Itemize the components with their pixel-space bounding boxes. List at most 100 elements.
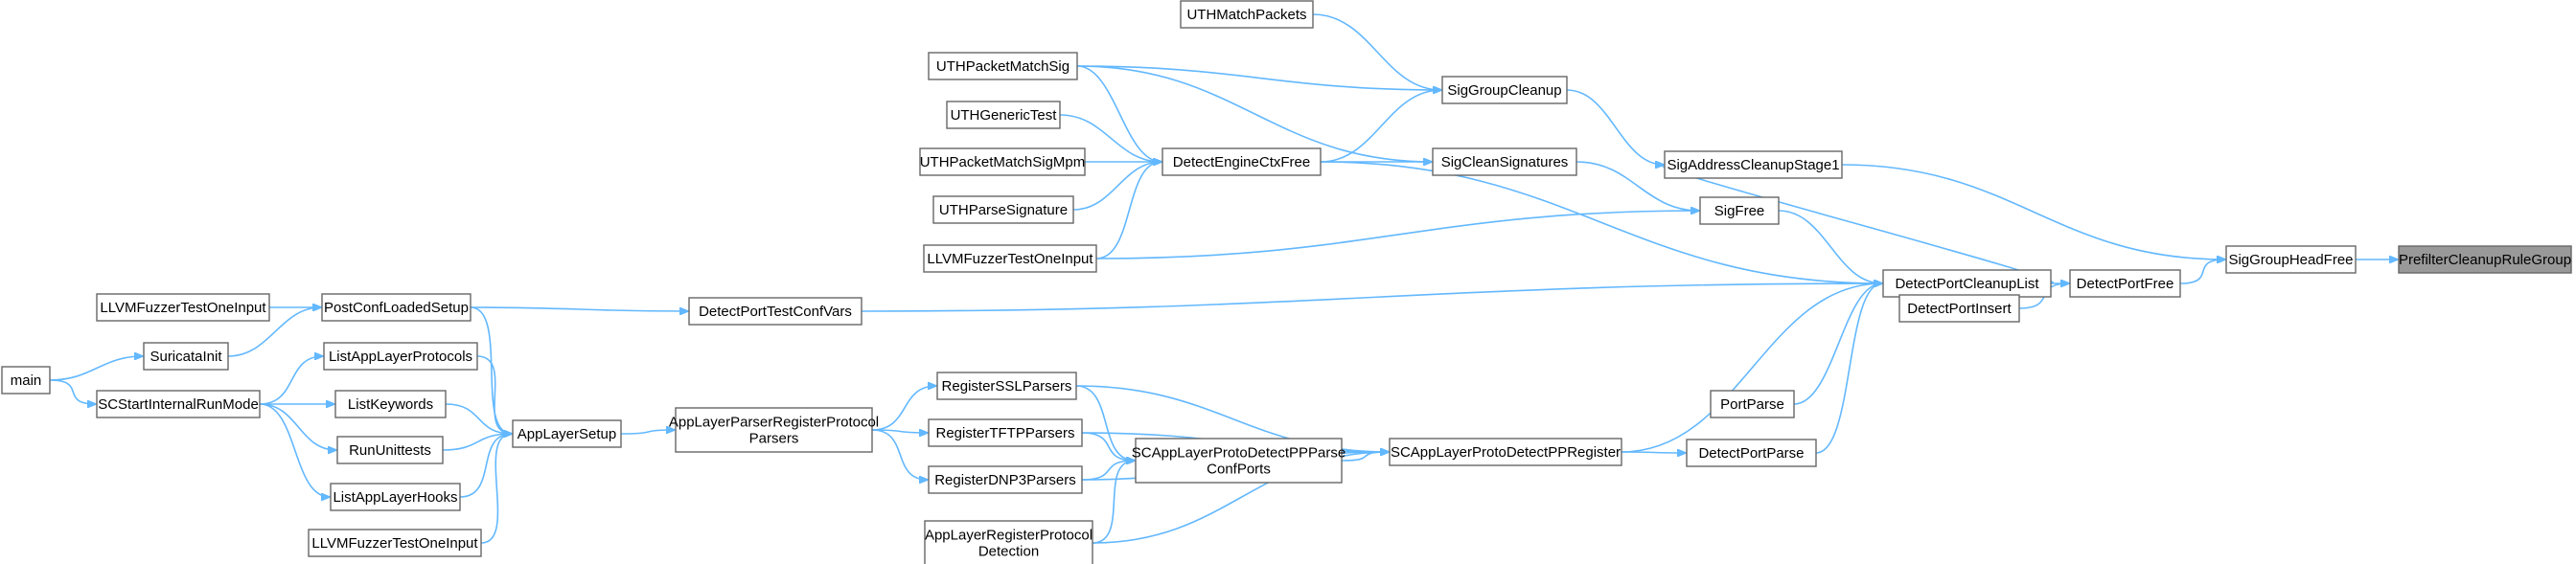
- node-box: [936, 372, 1077, 400]
- node-box: [1162, 147, 1322, 176]
- node-dpf[interactable]: DetectPortFree: [2069, 269, 2181, 298]
- node-dpcl[interactable]: DetectPortCleanupList: [1882, 269, 2052, 298]
- edge-lalp-to-als: [476, 355, 512, 434]
- edge-main-to-scsirm: [49, 379, 96, 404]
- node-main[interactable]: main: [1, 366, 51, 395]
- node-llvm3[interactable]: LLVMFuzzerTestOneInput: [308, 529, 482, 557]
- node-sf[interactable]: SigFree: [1699, 196, 1780, 225]
- node-rssl[interactable]: RegisterSSLParsers: [936, 372, 1077, 400]
- node-box: [675, 407, 873, 453]
- node-llvm2[interactable]: LLVMFuzzerTestOneInput: [96, 293, 270, 322]
- node-box: [96, 390, 261, 418]
- node-utmp[interactable]: UTHMatchPackets: [1180, 0, 1314, 29]
- edge-pcls-to-dptcv: [470, 306, 688, 311]
- edge-lk-to-als: [445, 403, 512, 434]
- edge-rssl-to-scpcp: [1075, 385, 1135, 461]
- node-box: [919, 147, 1086, 176]
- node-box: [96, 293, 270, 322]
- edge-sf-to-dpcl: [1778, 210, 1882, 283]
- node-rtftp[interactable]: RegisterTFTPParsers: [928, 418, 1083, 447]
- node-label: LLVMFuzzerTestOneInput: [100, 300, 266, 316]
- edge-dpf-to-sghf: [2179, 259, 2225, 284]
- node-pcls[interactable]: PostConfLoadedSetup: [321, 293, 472, 322]
- node-box: [1699, 196, 1780, 225]
- node-label: DetectPortTestConfVars: [699, 304, 852, 320]
- node-scppr[interactable]: SCAppLayerProtoDetectPPRegister: [1389, 438, 1622, 466]
- node-lalh[interactable]: ListAppLayerHooks: [330, 483, 461, 511]
- node-label: RegisterDNP3Parsers: [934, 472, 1076, 488]
- node-box: [336, 436, 444, 464]
- node-utgt[interactable]: UTHGenericTest: [946, 101, 1061, 129]
- node-label: ListKeywords: [348, 396, 433, 413]
- node-box: [321, 293, 472, 322]
- node-label: SigCleanSignatures: [1441, 154, 1569, 170]
- node-box: [1664, 150, 1843, 179]
- node-dpi[interactable]: DetectPortInsert: [1898, 294, 2020, 323]
- node-sghf[interactable]: SigGroupHeadFree: [2225, 245, 2357, 274]
- node-box: [946, 101, 1061, 129]
- node-si[interactable]: SuricataInit: [143, 342, 229, 371]
- node-label: SuricataInit: [150, 349, 222, 365]
- node-label: DetectPortInsert: [1907, 301, 2012, 317]
- node-box: [1135, 438, 1343, 484]
- node-box: [1686, 439, 1817, 467]
- edge-utmp-to-sgc: [1312, 13, 1441, 90]
- node-label: RegisterTFTPParsers: [935, 425, 1074, 441]
- node-llvm1[interactable]: LLVMFuzzerTestOneInput: [923, 244, 1097, 273]
- edge-si-to-pcls: [227, 307, 321, 357]
- node-label: UTHParseSignature: [939, 202, 1068, 218]
- edge-scsirm-to-lalp: [259, 356, 323, 405]
- node-sgc[interactable]: SigGroupCleanup: [1441, 76, 1568, 104]
- node-als[interactable]: AppLayerSetup: [512, 419, 622, 448]
- node-label: DetectPortCleanupList: [1895, 276, 2039, 292]
- edge-lalh-to-als: [459, 434, 512, 498]
- node-dptcv[interactable]: DetectPortTestConfVars: [688, 297, 862, 326]
- node-utpms[interactable]: UTHPacketMatchSig: [928, 52, 1078, 80]
- edge-utpms-to-scs: [1076, 65, 1432, 162]
- node-label: RegisterSSLParsers: [942, 378, 1072, 395]
- node-label: DetectPortParse: [1698, 445, 1804, 462]
- edge-utgt-to-decf: [1059, 114, 1162, 162]
- node-lalp[interactable]: ListAppLayerProtocols: [323, 342, 478, 371]
- node-utpmsm[interactable]: UTHPacketMatchSigMpm: [919, 147, 1086, 176]
- edge-scsirm-to-lalh: [259, 403, 330, 497]
- node-label: DetectPortFree: [2077, 276, 2174, 292]
- edge-alprp-to-rssl: [871, 386, 936, 431]
- node-label: PrefilterCleanupRuleGroup: [2399, 252, 2571, 268]
- node-decf[interactable]: DetectEngineCtxFree: [1162, 147, 1322, 176]
- node-sacs1[interactable]: SigAddressCleanupStage1: [1664, 150, 1843, 179]
- node-label: LLVMFuzzerTestOneInput: [311, 535, 478, 552]
- edge-rdnp3-to-scpcp: [1081, 461, 1135, 481]
- node-label: ListAppLayerHooks: [333, 489, 457, 506]
- node-rdnp3[interactable]: RegisterDNP3Parsers: [928, 465, 1083, 494]
- node-box: [1389, 438, 1622, 466]
- edge-decf-to-sgc: [1320, 90, 1441, 163]
- node-box: [1, 366, 51, 395]
- node-box: [923, 244, 1097, 273]
- node-label: AppLayerRegisterProtocol: [925, 528, 1092, 544]
- edge-scppr-to-dpp: [1621, 452, 1686, 453]
- node-dpp[interactable]: DetectPortParse: [1686, 439, 1817, 467]
- node-pp[interactable]: PortParse: [1710, 390, 1795, 418]
- node-lk[interactable]: ListKeywords: [334, 390, 447, 418]
- edge-pp-to-dpcl: [1793, 283, 1882, 405]
- node-label: UTHPacketMatchSig: [936, 58, 1070, 75]
- node-ru[interactable]: RunUnittests: [336, 436, 444, 464]
- node-label: Detection: [978, 544, 1039, 560]
- node-scs[interactable]: SigCleanSignatures: [1432, 147, 1577, 176]
- node-label: DetectEngineCtxFree: [1173, 154, 1310, 170]
- node-box: [924, 520, 1093, 564]
- node-label: Parsers: [749, 431, 799, 447]
- node-box: [1710, 390, 1795, 418]
- node-prefilter[interactable]: PrefilterCleanupRuleGroup: [2398, 245, 2572, 274]
- node-box: [1180, 0, 1314, 29]
- node-utps[interactable]: UTHParseSignature: [932, 195, 1074, 224]
- node-label: SigFree: [1714, 203, 1765, 219]
- node-box: [323, 342, 478, 371]
- node-scsirm[interactable]: SCStartInternalRunMode: [96, 390, 261, 418]
